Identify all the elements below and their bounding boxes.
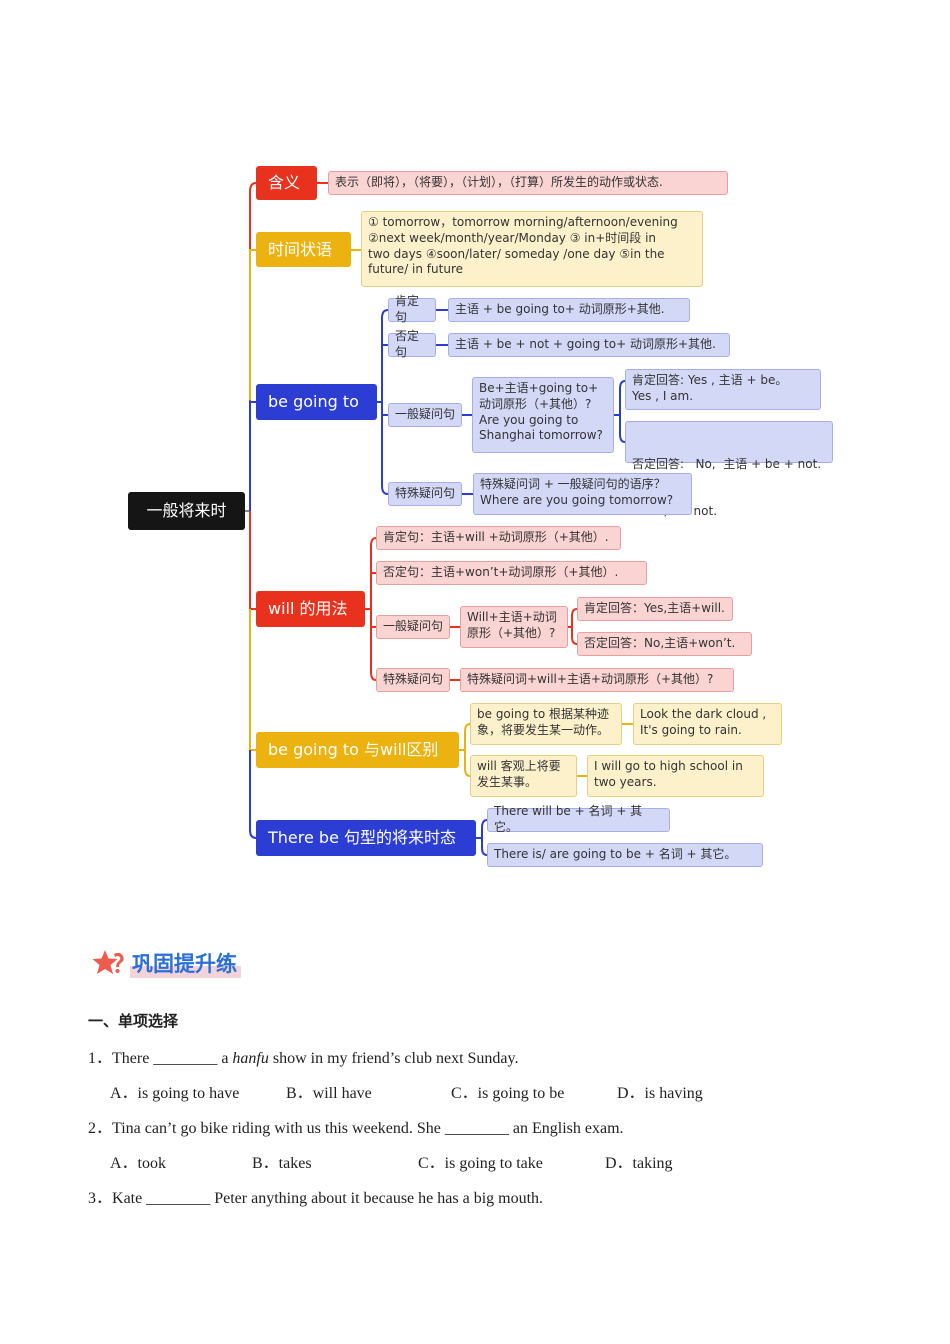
question-1: 1．There ________ a hanfu show in my frie…	[88, 1044, 518, 1068]
question-text: Tina can’t go bike riding with us this w…	[112, 1120, 624, 1137]
option-a[interactable]: A．took	[110, 1155, 167, 1172]
question-text: There ________ a	[112, 1050, 233, 1067]
diff-going-to-text: be going to 根据某种迹 象，将要发生某一动作。	[470, 703, 622, 745]
diff-going-example-line: It's going to rain.	[640, 722, 742, 737]
bgt-wh-question-text: 特殊疑问词 + 一般疑问句的语序？ Where are you going to…	[473, 473, 692, 515]
bgt-negative-label: 否定句	[388, 329, 436, 359]
bgt-question-line: Shanghai tomorrow?	[479, 428, 603, 443]
bgt-question-line: Are you going to	[479, 412, 579, 427]
bgt-question-label: 一般疑问句	[388, 403, 462, 427]
there-be-node: There be 句型的将来时态	[256, 820, 476, 856]
root-node: 一般将来时	[128, 492, 245, 530]
bgt-affirmative-text: 主语 + be going to+ 动词原形+其他.	[448, 298, 690, 322]
question-text: show in my friend’s club next Sunday.	[268, 1050, 519, 1067]
part-heading: 一、单项选择	[88, 1012, 179, 1030]
will-question-line: Will+主语+动词	[467, 610, 557, 624]
will-no-answer: 否定回答：No,主语+won’t.	[577, 632, 752, 656]
bgt-question-text: Be+主语+going to+ 动词原形（+其他）? Are you going…	[472, 377, 614, 453]
diff-will-line: 发生某事。	[477, 774, 538, 789]
meaning-node: 含义	[256, 166, 317, 200]
bgt-question-line: Be+主语+going to+	[479, 381, 599, 395]
option-d[interactable]: D．taking	[605, 1155, 673, 1172]
bgt-yes-line: 肯定回答: Yes , 主语 + be。	[632, 373, 788, 387]
question-italic-word: hanfu	[232, 1050, 269, 1067]
there-be-going-to: There is/ are going to be + 名词 + 其它。	[487, 843, 763, 867]
question-2: 2．Tina can’t go bike riding with us this…	[88, 1114, 624, 1138]
question-number: 2．	[88, 1120, 113, 1137]
option-b[interactable]: B．takes	[252, 1155, 312, 1172]
meaning-text: 表示（即将），（将要），（计划），（打算）所发生的动作或状态.	[328, 171, 728, 195]
will-question-line: 原形（+其他）?	[467, 625, 556, 640]
will-wh-question-label: 特殊疑问句	[376, 668, 450, 692]
will-affirmative: 肯定句：主语+will +动词原形（+其他）.	[376, 526, 621, 550]
will-yes-answer: 肯定回答：Yes,主语+will.	[577, 597, 733, 621]
option-a[interactable]: A．is going to have	[110, 1085, 240, 1102]
option-c[interactable]: C．is going to be	[451, 1085, 565, 1102]
diff-will-text: will 客观上将要 发生某事。	[470, 755, 577, 797]
will-question-label: 一般疑问句	[376, 615, 450, 639]
time-adverbial-text: ① tomorrow，tomorrow morning/afternoon/ev…	[361, 211, 703, 287]
option-d[interactable]: D．is having	[617, 1085, 703, 1102]
bgt-wh-line: Where are you going tomorrow?	[480, 492, 674, 507]
will-node: will 的用法	[256, 591, 365, 627]
option-b[interactable]: B．will have	[286, 1085, 372, 1102]
time-adverbial-node: 时间状语	[256, 232, 351, 267]
diff-will-example: I will go to high school in two years.	[587, 755, 764, 797]
question-text: Kate ________ Peter anything about it be…	[112, 1190, 544, 1207]
be-going-to-node: be going to	[256, 384, 377, 420]
bgt-negative-text: 主语 + be + not + going to+ 动词原形+其他.	[448, 333, 730, 357]
diff-will-example-line: two years.	[594, 774, 657, 789]
bgt-no-line: 否定回答: No, 主语 + be + not.	[632, 456, 822, 471]
diff-going-to-example: Look the dark cloud , It's going to rain…	[633, 703, 782, 745]
bgt-yes-line: Yes , I am.	[632, 388, 694, 403]
diff-going-line: be going to 根据某种迹	[477, 707, 610, 721]
mind-map: 一般将来时 含义 表示（即将），（将要），（计划），（打算）所发生的动作或状态.…	[128, 166, 833, 867]
section-header: 巩固提升练	[92, 948, 241, 978]
bgt-wh-question-label: 特殊疑问句	[388, 482, 462, 506]
question-3: 3．Kate ________ Peter anything about it …	[88, 1184, 543, 1208]
mind-map-connectors	[245, 182, 633, 856]
diff-will-line: will 客观上将要	[477, 759, 561, 773]
section-title: 巩固提升练	[130, 948, 241, 978]
bgt-yes-answer: 肯定回答: Yes , 主语 + be。 Yes , I am.	[625, 369, 821, 410]
will-question-text: Will+主语+动词 原形（+其他）?	[460, 606, 568, 648]
diff-going-line: 象，将要发生某一动作。	[477, 722, 610, 737]
time-line: ②next week/month/year/Monday ③ in+时间段 in	[368, 230, 657, 245]
star-icon	[92, 950, 124, 974]
difference-node: be going to 与will区别	[256, 732, 459, 768]
time-line: ① tomorrow，tomorrow morning/afternoon/ev…	[368, 215, 678, 229]
there-be-will: There will be + 名词 + 其它。	[487, 804, 670, 834]
bgt-no-answer: 否定回答: No, 主语 + be + not. No , I'm not.	[625, 421, 833, 518]
time-line: future/ in future	[368, 262, 463, 277]
bgt-affirmative-label: 肯定句	[388, 294, 436, 324]
diff-going-example-line: Look the dark cloud ,	[640, 707, 767, 721]
question-number: 1．	[88, 1050, 113, 1067]
will-wh-question-text: 特殊疑问词+will+主语+动词原形（+其他）?	[460, 668, 734, 692]
bgt-question-line: 动词原形（+其他）?	[479, 396, 592, 411]
option-c[interactable]: C．is going to take	[418, 1155, 543, 1172]
time-line: two days ④soon/later/ someday /one day ⑤…	[368, 246, 665, 261]
bgt-wh-line: 特殊疑问词 + 一般疑问句的语序？	[480, 477, 666, 491]
diff-will-example-line: I will go to high school in	[594, 759, 743, 773]
will-negative: 否定句：主语+won’t+动词原形（+其他）.	[376, 561, 647, 585]
question-number: 3．	[88, 1190, 113, 1207]
